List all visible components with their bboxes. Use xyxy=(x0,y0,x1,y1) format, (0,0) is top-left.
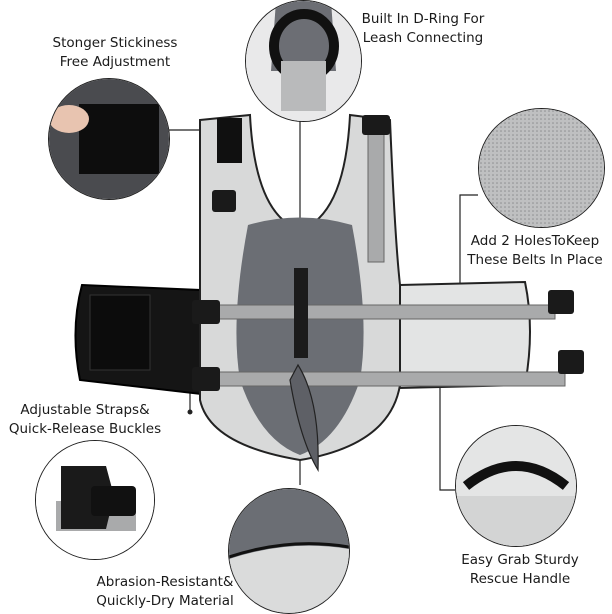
material-label: Abrasion-Resistant& Quickly-Dry Material xyxy=(85,573,245,611)
velcro-label: Stonger Stickiness Free Adjustment xyxy=(30,34,200,72)
upper-belt-strap xyxy=(204,304,556,320)
material-icon xyxy=(229,489,349,613)
d-ring-label: Built In D-Ring For Leash Connecting xyxy=(348,10,498,48)
buckle-icon xyxy=(36,441,154,559)
velcro-closeup-circle xyxy=(48,78,170,200)
holes-label: Add 2 HolesToKeep These Belts In Place xyxy=(460,232,610,270)
velcro-patch xyxy=(89,294,151,371)
upper-left-buckle xyxy=(192,300,220,324)
handle-label-line1: Easy Grab Sturdy xyxy=(461,552,579,568)
holes-label-line1: Add 2 HolesToKeep xyxy=(470,233,600,249)
handle-label-line2: Rescue Handle xyxy=(469,571,571,587)
holes-label-line2: These Belts In Place xyxy=(467,252,603,268)
velcro-label-line1: Stonger Stickiness xyxy=(52,35,178,51)
leash-strap xyxy=(294,268,308,358)
d-ring-closeup-circle xyxy=(245,0,362,122)
upper-right-buckle xyxy=(548,290,574,314)
d-ring-label-line2: Leash Connecting xyxy=(362,30,484,46)
shoulder-velcro-tab xyxy=(217,118,242,163)
mesh-fabric-icon xyxy=(479,109,604,227)
lower-right-buckle xyxy=(558,350,584,374)
straps-label: Adjustable Straps& Quick-Release Buckles xyxy=(5,401,165,439)
material-label-line2: Quickly-Dry Material xyxy=(96,593,234,609)
velcro-closeup-icon xyxy=(49,79,169,199)
material-closeup-circle xyxy=(228,488,350,614)
shoulder-strap xyxy=(367,121,385,263)
velcro-label-line2: Free Adjustment xyxy=(59,54,171,70)
vest-fin xyxy=(289,363,319,473)
lower-belt-strap xyxy=(204,371,566,387)
fabric-holes-closeup-circle xyxy=(478,108,605,228)
d-ring-label-line1: Built In D-Ring For xyxy=(361,11,485,27)
straps-label-line2: Quick-Release Buckles xyxy=(8,421,162,437)
handle-icon xyxy=(456,426,576,546)
left-shoulder-buckle xyxy=(212,190,236,212)
d-ring-icon xyxy=(246,1,361,121)
handle-label: Easy Grab Sturdy Rescue Handle xyxy=(450,551,590,589)
lower-left-buckle xyxy=(192,367,220,391)
material-label-line1: Abrasion-Resistant& xyxy=(96,574,234,590)
handle-closeup-circle xyxy=(455,425,577,547)
strap-buckle-top xyxy=(362,115,390,135)
buckle-closeup-circle xyxy=(35,440,155,560)
straps-label-line1: Adjustable Straps& xyxy=(20,402,150,418)
